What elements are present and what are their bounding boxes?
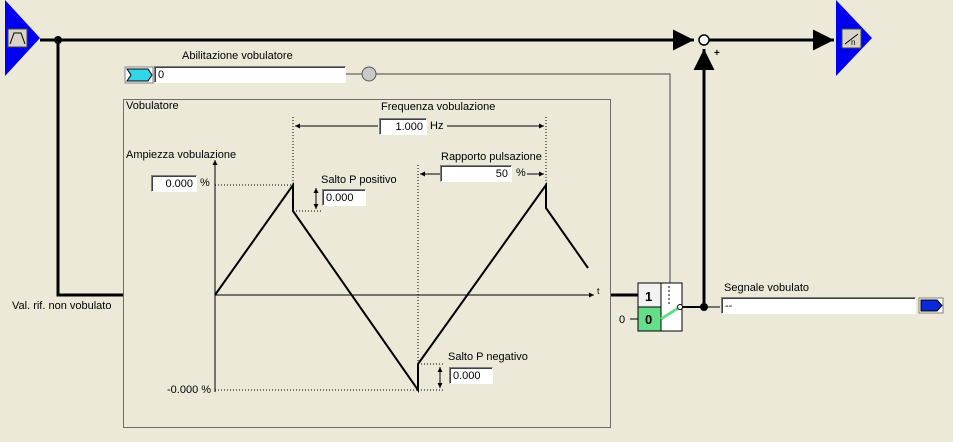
amplitude-unit: % <box>200 177 210 189</box>
pulse-ratio-unit: % <box>516 167 526 179</box>
summing-junction <box>698 34 710 46</box>
output-field: -- <box>721 297 916 314</box>
frequency-field[interactable]: 1.000 <box>379 118 427 135</box>
switch-input-1: 1 <box>645 289 653 304</box>
waveform <box>214 181 589 394</box>
amplitude-field[interactable]: 0.000 <box>151 175 197 192</box>
input-reference-block[interactable] <box>5 0 40 76</box>
frequency-unit: Hz <box>430 120 444 132</box>
svg-text:n: n <box>851 38 855 47</box>
switch-input-0: 0 <box>645 312 653 327</box>
jump-positive-field[interactable]: 0.000 <box>322 189 366 206</box>
output-label: Segnale vobulato <box>724 282 810 294</box>
output-connector[interactable] <box>918 297 944 314</box>
input-label: Val. rif. non vobulato <box>12 300 112 312</box>
pulse-ratio-field[interactable]: 50 <box>440 165 512 182</box>
jump-positive-label: Salto P positivo <box>321 174 397 186</box>
time-axis-label: t <box>597 286 600 296</box>
output-block[interactable]: n <box>836 0 872 76</box>
enable-connector[interactable] <box>124 66 154 84</box>
pulse-ratio-label: Rapporto pulsazione <box>441 151 542 163</box>
enable-field[interactable]: 0 <box>154 66 346 83</box>
enable-indicator <box>361 66 377 82</box>
panel-title: Vobulatore <box>126 100 179 112</box>
jump-negative-label: Salto P negativo <box>448 351 528 363</box>
switch-zero-label: 0 <box>619 314 626 326</box>
enable-label: Abilitazione vobulatore <box>182 50 293 62</box>
summing-plus-sign: + <box>714 48 720 59</box>
frequency-label: Frequenza vobulazione <box>381 101 496 113</box>
amplitude-negative-label: -0.000 % <box>167 384 212 396</box>
amplitude-label: Ampiezza vobulazione <box>126 149 237 161</box>
vobulator-panel <box>123 99 611 428</box>
jump-negative-field[interactable]: 0.000 <box>449 367 493 384</box>
